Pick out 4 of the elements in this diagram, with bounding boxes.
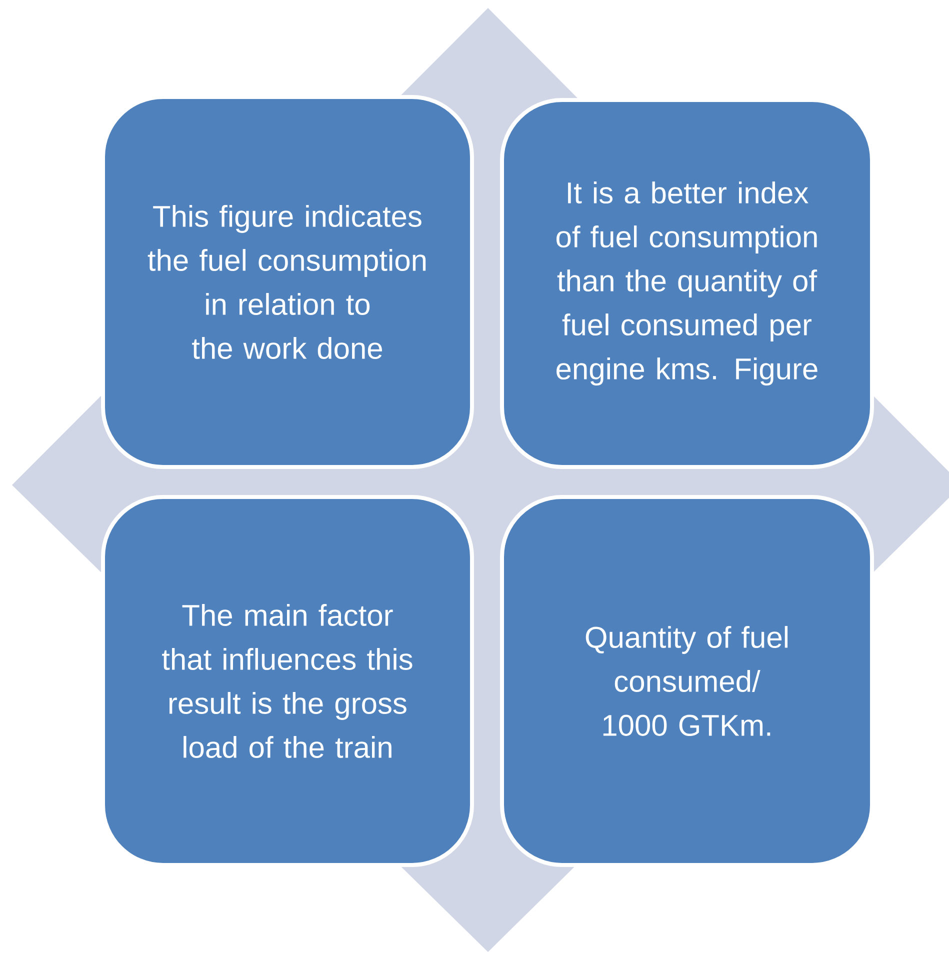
rounded-box: It is a better index of fuel consumption than the quantity of fuel consumed per engine kms. Figure	[500, 98, 874, 469]
rounded-box: Quantity of fuel consumed/ 1000 GTKm.	[500, 495, 874, 867]
rounded-box: The main factor that influences this result is the gross load of the train	[101, 495, 474, 867]
rounded-box: This figure indicates the fuel consumption in relation to the work done	[101, 95, 474, 469]
